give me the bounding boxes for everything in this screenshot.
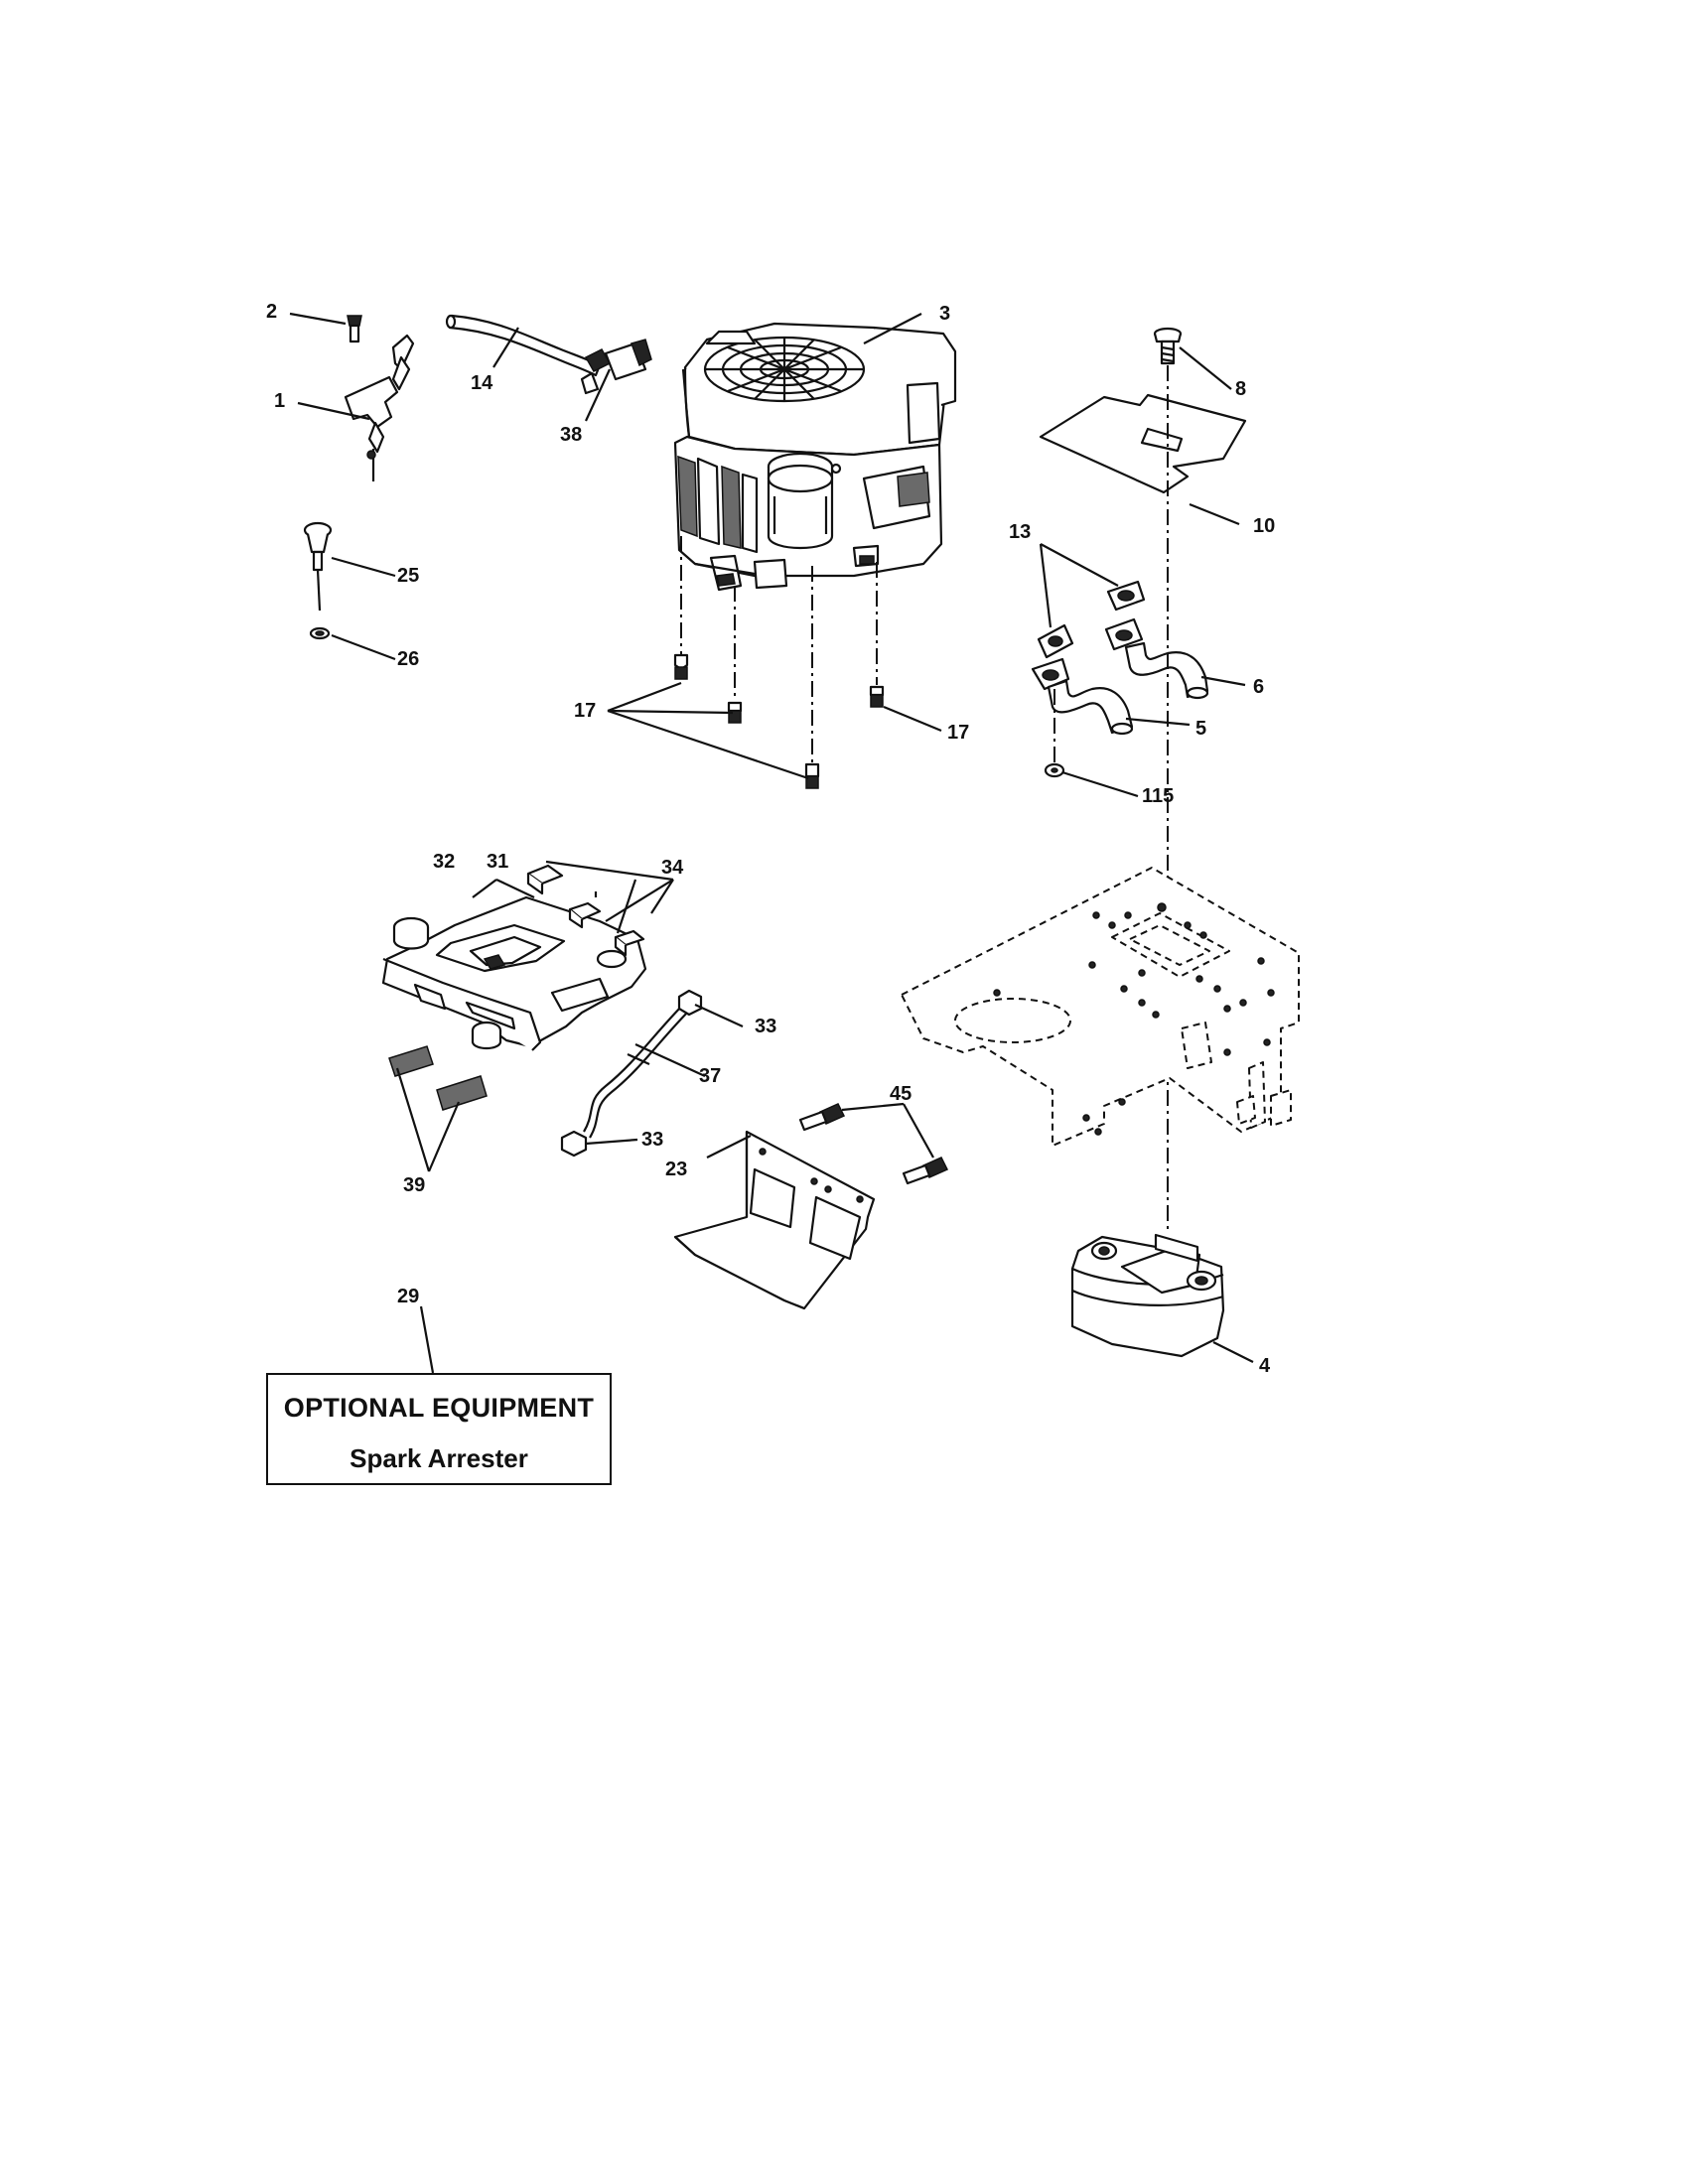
callout-25: 25 — [397, 565, 419, 587]
callout-115: 115 — [1142, 785, 1174, 807]
optional-equipment-box: OPTIONAL EQUIPMENT Spark Arrester — [266, 1373, 612, 1485]
heat-shield-part — [1039, 393, 1247, 494]
spark-arrester-label: Spark Arrester — [350, 1443, 528, 1473]
callout-5: 5 — [1195, 718, 1206, 740]
engine-part — [673, 322, 957, 592]
exhaust-pipe-right-part — [1104, 617, 1209, 700]
exhaust-pipe-left-part — [1031, 657, 1134, 736]
engine-bolt-part — [673, 653, 885, 789]
callout-8: 8 — [1235, 378, 1246, 400]
callout-1: 1 — [274, 390, 285, 412]
callout-6: 6 — [1253, 676, 1264, 698]
callout-38: 38 — [560, 424, 582, 446]
callout-39: 39 — [403, 1174, 425, 1196]
callout-3: 3 — [939, 303, 950, 325]
gasket-part — [1037, 580, 1146, 659]
callout-29: 29 — [397, 1286, 419, 1307]
callout-23: 23 — [665, 1159, 687, 1180]
callout-13: 13 — [1009, 521, 1031, 543]
frame-dashed-part — [901, 867, 1300, 1147]
callout-33-lower: 33 — [641, 1129, 663, 1151]
bracket-screw-part — [798, 1103, 949, 1185]
callout-32: 32 — [433, 851, 455, 873]
callout-45: 45 — [890, 1083, 912, 1105]
optional-equipment-title: OPTIONAL EQUIPMENT — [283, 1393, 595, 1423]
callout-37: 37 — [699, 1065, 721, 1087]
screw-part — [347, 315, 362, 343]
fuel-hose-part — [445, 314, 652, 395]
callout-10: 10 — [1253, 515, 1275, 537]
callout-2: 2 — [266, 301, 277, 323]
callout-labels: 2 1 3 14 38 8 10 13 6 5 115 25 26 17 17 … — [266, 301, 1275, 1377]
callout-17-left: 17 — [574, 700, 596, 722]
callout-26: 26 — [397, 648, 419, 670]
callout-31: 31 — [487, 851, 508, 873]
callout-33-upper: 33 — [755, 1016, 776, 1037]
screen-pad-part — [526, 864, 645, 957]
dipstick-part — [303, 521, 333, 612]
nut-part — [560, 989, 703, 1158]
callout-34: 34 — [661, 857, 684, 879]
spark-arrester-body-part — [381, 895, 647, 1051]
leader-lines — [289, 312, 1254, 1374]
callout-4: 4 — [1259, 1355, 1271, 1377]
bracket-part — [673, 1130, 876, 1310]
washer-part — [1044, 762, 1065, 778]
bolt-part — [1153, 327, 1183, 365]
callout-17-right: 17 — [947, 722, 969, 744]
callout-14: 14 — [471, 372, 493, 394]
cap-part — [392, 916, 430, 950]
throttle-bracket-part — [344, 334, 415, 481]
screen-filter-part — [388, 1045, 488, 1111]
o-ring-part — [309, 626, 331, 640]
hose-part — [583, 1002, 692, 1139]
muffler-part — [1070, 1233, 1225, 1358]
